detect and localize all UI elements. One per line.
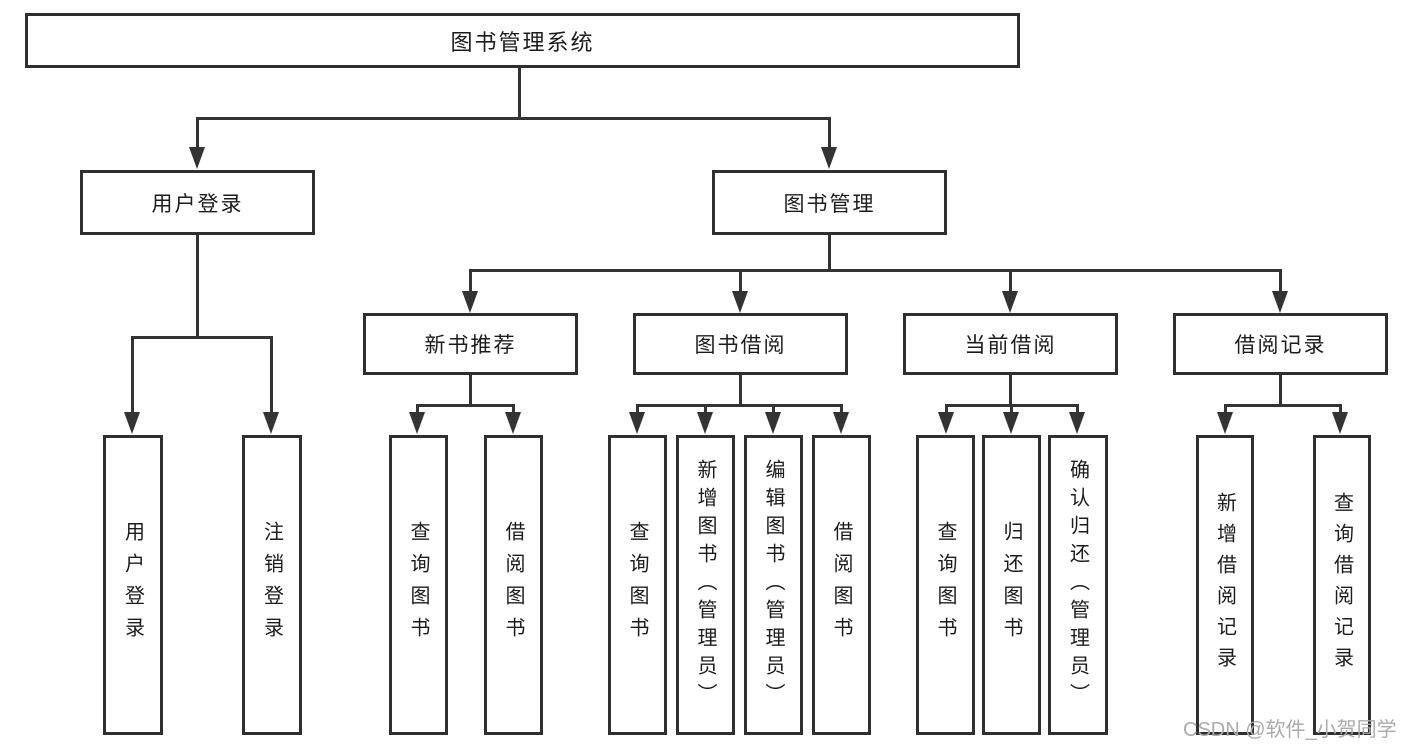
- node-label: 图书管理: [783, 192, 876, 216]
- arrow-down-icon: [189, 147, 205, 169]
- connector-line: [469, 375, 472, 406]
- node-book-management: 图书管理: [712, 170, 947, 235]
- connector-line: [636, 404, 843, 407]
- arrow-down-icon: [263, 412, 279, 434]
- connector-line: [828, 235, 831, 272]
- arrow-down-icon: [1003, 412, 1019, 434]
- arrow-down-icon: [732, 291, 748, 313]
- node-label: 借阅记录: [1234, 334, 1327, 357]
- node-root-library-system: 图书管理系统: [25, 13, 1020, 68]
- connector-line: [945, 404, 948, 414]
- node-label: 注销登录: [260, 521, 283, 649]
- connector-line: [772, 404, 775, 414]
- node-label: 查询图书: [626, 521, 648, 649]
- connector-line: [840, 404, 843, 414]
- connector-line: [196, 235, 199, 338]
- arrow-down-icon: [833, 412, 849, 434]
- arrow-down-icon: [1272, 291, 1288, 313]
- node-label: 查询图书: [934, 521, 956, 649]
- node-br-add-record: 新增借阅记录: [1196, 435, 1254, 735]
- node-label: 图书管理系统: [450, 29, 595, 55]
- arrow-down-icon: [505, 412, 521, 434]
- connector-line: [739, 269, 742, 293]
- node-user-login: 用户登录: [80, 170, 315, 235]
- node-label: 查询借阅记录: [1330, 492, 1353, 678]
- node-label: 借阅图书: [502, 521, 524, 649]
- connector-line: [196, 117, 199, 150]
- connector-line: [1279, 269, 1282, 293]
- node-bb-query-books: 查询图书: [608, 435, 667, 735]
- arrow-down-icon: [462, 291, 478, 313]
- arrow-down-icon: [1002, 291, 1018, 313]
- arrow-down-icon: [124, 412, 140, 434]
- node-label: 归还图书: [1000, 521, 1022, 649]
- node-label: 用户登录: [151, 192, 244, 216]
- connector-line: [1076, 404, 1079, 414]
- node-borrowing-records: 借阅记录: [1173, 313, 1388, 375]
- arrow-down-icon: [1332, 412, 1348, 434]
- node-bb-add-books: 新增图书（管理员）: [676, 435, 735, 735]
- connector-line: [131, 336, 272, 339]
- node-label: 新增图书（管理员）: [694, 459, 716, 711]
- node-label: 图书借阅: [694, 334, 787, 357]
- connector-line: [416, 404, 419, 414]
- node-user-login-action: 用户登录: [103, 435, 163, 735]
- connector-line: [270, 336, 273, 413]
- node-cb-query-books: 查询图书: [916, 435, 975, 735]
- node-label: 当前借阅: [964, 334, 1057, 357]
- arrow-down-icon: [938, 412, 954, 434]
- node-bb-borrow-books: 借阅图书: [812, 435, 871, 735]
- node-logout-action: 注销登录: [242, 435, 302, 735]
- arrow-down-icon: [765, 412, 781, 434]
- connector-line: [828, 117, 831, 150]
- connector-line: [469, 269, 472, 293]
- node-bb-edit-books: 编辑图书（管理员）: [744, 435, 803, 735]
- node-book-borrowing: 图书借阅: [633, 313, 848, 375]
- node-label: 借阅图书: [830, 521, 852, 649]
- arrow-down-icon: [629, 412, 645, 434]
- node-label: 新增借阅记录: [1213, 492, 1236, 678]
- connector-line: [1009, 269, 1012, 293]
- node-current-borrowing: 当前借阅: [903, 313, 1118, 375]
- arrow-down-icon: [409, 412, 425, 434]
- node-label: 新书推荐: [424, 334, 517, 357]
- connector-line: [1224, 404, 1342, 407]
- connector-line: [1009, 375, 1012, 406]
- arrow-down-icon: [1217, 412, 1233, 434]
- connector-line: [1224, 404, 1227, 414]
- node-label: 查询图书: [407, 521, 429, 649]
- arrow-down-icon: [1069, 412, 1085, 434]
- connector-line: [131, 336, 134, 413]
- arrow-down-icon: [821, 147, 837, 169]
- node-cb-confirm-return: 确认归还（管理员）: [1048, 435, 1108, 735]
- node-nbr-borrow-books: 借阅图书: [484, 435, 543, 735]
- connector-line: [518, 68, 521, 119]
- connector-line: [636, 404, 639, 414]
- node-nbr-query-books: 查询图书: [389, 435, 448, 735]
- csdn-watermark: CSDN @软件_小贺同学: [1183, 719, 1397, 741]
- node-label: 编辑图书（管理员）: [762, 459, 784, 711]
- connector-line: [1279, 375, 1282, 406]
- connector-line: [739, 375, 742, 406]
- connector-line: [1339, 404, 1342, 414]
- node-new-book-recommend: 新书推荐: [363, 313, 578, 375]
- connector-line: [196, 117, 831, 120]
- node-cb-return-books: 归还图书: [982, 435, 1041, 735]
- connector-line: [704, 404, 707, 414]
- node-label: 确认归还（管理员）: [1066, 459, 1089, 711]
- connector-line: [512, 404, 515, 414]
- node-br-query-record: 查询借阅记录: [1313, 435, 1371, 735]
- connector-line: [416, 404, 515, 407]
- connector-line: [469, 269, 1282, 272]
- arrow-down-icon: [697, 412, 713, 434]
- connector-line: [1010, 404, 1013, 414]
- node-label: 用户登录: [121, 521, 144, 649]
